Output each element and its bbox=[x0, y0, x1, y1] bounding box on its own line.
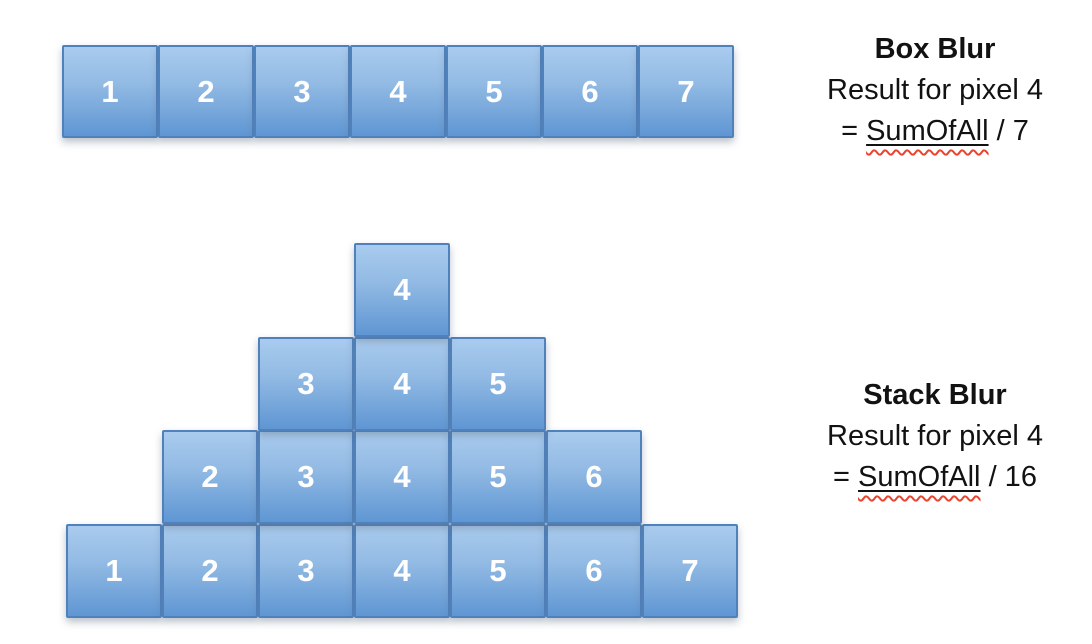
box-blur-title: Box Blur bbox=[874, 33, 996, 65]
pixel-cell: 6 bbox=[546, 430, 642, 524]
equation-suffix: / 16 bbox=[980, 461, 1037, 493]
pixel-cell: 6 bbox=[546, 524, 642, 618]
pixel-cell: 2 bbox=[158, 45, 254, 138]
pixel-cell: 6 bbox=[542, 45, 638, 138]
pixel-cell: 7 bbox=[642, 524, 738, 618]
equation-suffix: / 7 bbox=[988, 115, 1029, 147]
pixel-cell: 4 bbox=[354, 337, 450, 431]
box-blur-equation: = SumOfAll / 7 bbox=[779, 111, 1091, 152]
pixel-cell: 5 bbox=[446, 45, 542, 138]
misspelled-word: SumOfAll bbox=[866, 115, 989, 147]
pixel-cell: 3 bbox=[258, 524, 354, 618]
pixel-cell: 4 bbox=[354, 243, 450, 337]
pixel-cell: 5 bbox=[450, 337, 546, 431]
pixel-cell: 3 bbox=[258, 337, 354, 431]
pixel-cell: 3 bbox=[258, 430, 354, 524]
pixel-cell: 3 bbox=[254, 45, 350, 138]
box-blur-subtitle: Result for pixel 4 bbox=[827, 74, 1043, 106]
pixel-cell: 7 bbox=[638, 45, 734, 138]
stack-blur-equation: = SumOfAll / 16 bbox=[779, 457, 1091, 498]
pixel-cell: 2 bbox=[162, 524, 258, 618]
pixel-cell: 4 bbox=[350, 45, 446, 138]
pixel-cell: 1 bbox=[66, 524, 162, 618]
underlined-term: SumOfAll bbox=[866, 115, 988, 147]
pixel-cell: 1 bbox=[62, 45, 158, 138]
equation-prefix: = bbox=[841, 115, 867, 147]
underlined-term: SumOfAll bbox=[858, 461, 980, 493]
stack-blur-label: Stack Blur Result for pixel 4 = SumOfAll… bbox=[779, 375, 1091, 498]
pixel-cell: 2 bbox=[162, 430, 258, 524]
misspelled-word: SumOfAll bbox=[858, 461, 981, 493]
stack-blur-title: Stack Blur bbox=[863, 379, 1007, 411]
pixel-cell: 5 bbox=[450, 430, 546, 524]
equation-prefix: = bbox=[833, 461, 859, 493]
pixel-cell: 4 bbox=[354, 430, 450, 524]
box-blur-label: Box Blur Result for pixel 4 = SumOfAll /… bbox=[779, 29, 1091, 152]
pixel-cell: 4 bbox=[354, 524, 450, 618]
stack-blur-subtitle: Result for pixel 4 bbox=[827, 420, 1043, 452]
pixel-cell: 5 bbox=[450, 524, 546, 618]
